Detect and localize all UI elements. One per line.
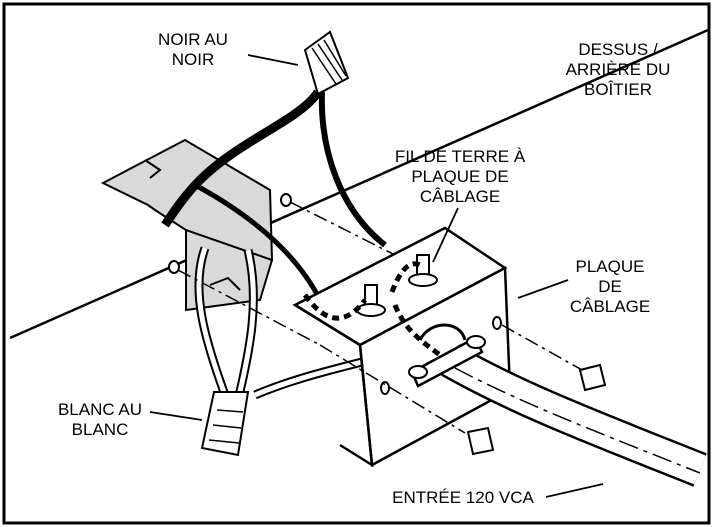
label-fil-de-terre: FIL DE TERRE À PLAQUE DE CÂBLAGE [380, 147, 540, 207]
ground-wires [302, 261, 442, 358]
leader-lines [149, 54, 604, 498]
label-line: PLAQUE DE [411, 167, 509, 186]
label-line: BLANC [71, 420, 129, 439]
wire-nut-black [303, 30, 350, 96]
alignment-lines [177, 201, 583, 434]
label-line: DESSUS / [578, 40, 658, 59]
label-line: CÂBLAGE [419, 187, 501, 206]
cable-clamp [408, 323, 486, 388]
white-wires [194, 246, 372, 402]
ground-screws [356, 254, 438, 317]
label-line: PLAQUE [575, 257, 645, 276]
label-entree-120-vca: ENTRÉE 120 VCA [392, 488, 534, 507]
input-cable [441, 344, 707, 487]
mounting-screws [466, 363, 607, 456]
wire-nut-white [200, 391, 250, 457]
label-plaque-de-cablage: PLAQUE DE CÂBLAGE [555, 257, 665, 317]
label-line: FIL DE TERRE À [394, 147, 526, 166]
label-line: DE [598, 277, 622, 296]
label-dessus-arriere: DESSUS / ARRIÈRE DU BOÎTIER [548, 40, 688, 100]
label-line: NOIR [171, 50, 215, 69]
black-wires [161, 89, 387, 302]
label-blanc-au-blanc: BLANC AU BLANC [50, 400, 150, 440]
label-line: BOÎTIER [583, 80, 652, 99]
label-line: BLANC AU [57, 400, 143, 419]
label-line: CÂBLAGE [569, 297, 651, 316]
housing-edge [9, 28, 709, 340]
label-line: NOIR AU [158, 30, 228, 49]
label-line: ARRIÈRE DU [565, 60, 671, 79]
label-noir-au-noir: NOIR AU NOIR [138, 30, 248, 70]
